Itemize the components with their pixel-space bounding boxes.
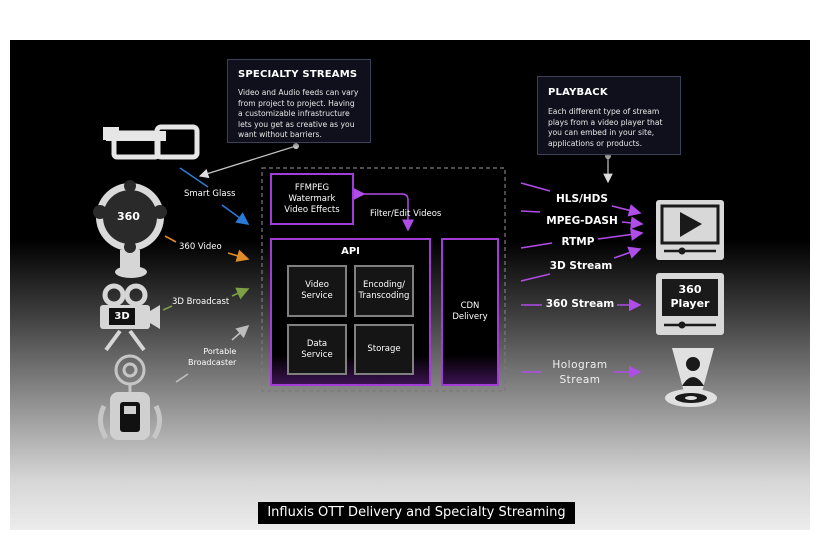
processing-container [261,167,506,392]
camera-360-badge: 360 [117,210,140,223]
ffmpeg-line-1: FFMPEG [294,182,330,193]
playback-title: PLAYBACK [548,87,608,98]
video-360-label: 360 Video [179,242,222,252]
video360-arrow-b [227,249,250,262]
playback-text: Each different type of stream plays from… [548,107,663,148]
stream-3d-label: 3D Stream [549,260,613,272]
player-360-icon [656,273,724,335]
api-title: API [341,246,360,257]
broadcast3d-arrow-b [231,287,250,300]
diagram-caption: Influxis OTT Delivery and Specialty Stre… [258,502,575,524]
ffmpeg-line-3: Video Effects [284,204,340,215]
stream3d-arrow-a [520,273,551,282]
connector-layer [93,124,724,440]
video360-arrow-a [164,235,177,243]
specialty-streams-title: SPECIALTY STREAMS [238,69,358,80]
hologram-icon [665,348,717,407]
hls-arrow-a [520,182,551,192]
storage-box: Storage [354,324,414,375]
ffmpeg-line-2: Watermark [288,193,336,204]
hls-arrow-b [611,204,642,217]
portable-broadcaster-icon [98,354,162,440]
filter-edit-connector [353,188,414,232]
dash-arrow-a [520,210,541,213]
specialty-streams-callout: SPECIALTY STREAMS Video and Audio feeds … [227,59,371,143]
specialty-connector-dot [293,143,299,149]
dash-arrow-b [621,216,644,230]
smart-glass-arrow-b [221,204,250,225]
rtmp-label: RTMP [561,236,595,248]
portable-arrow-a [175,373,189,383]
specialty-streams-text: Video and Audio feeds can vary from proj… [238,88,359,139]
video-player-icon [656,200,724,260]
ffmpeg-box: FFMPEG Watermark Video Effects [270,173,354,225]
mpeg-dash-label: MPEG-DASH [546,215,618,227]
stream-360-label: 360 Stream [545,298,615,310]
camera-3d-badge: 3D [109,308,135,325]
encoding-box: Encoding/Transcoding [354,265,414,317]
specialty-connector [198,145,297,179]
playback-callout: PLAYBACK Each different type of stream p… [537,76,681,155]
smart-glass-label: Smart Glass [184,189,236,199]
diagram-canvas: SPECIALTY STREAMS Video and Audio feeds … [10,40,810,530]
camera-360-icon [93,180,167,278]
rtmp-arrow-a [520,242,553,249]
broadcast3d-arrow-a [162,305,173,311]
stream3d-arrow-b [613,246,642,259]
portable-arrow-b [231,324,250,341]
broadcast-3d-label: 3D Broadcast [172,297,230,307]
rtmp-arrow-b [597,228,644,241]
smart-glass-icon [103,124,200,160]
smart-glass-arrow-a [179,167,209,188]
filter-edit-label: Filter/Edit Videos [370,209,442,219]
hls-label: HLS/HDS [556,193,608,205]
